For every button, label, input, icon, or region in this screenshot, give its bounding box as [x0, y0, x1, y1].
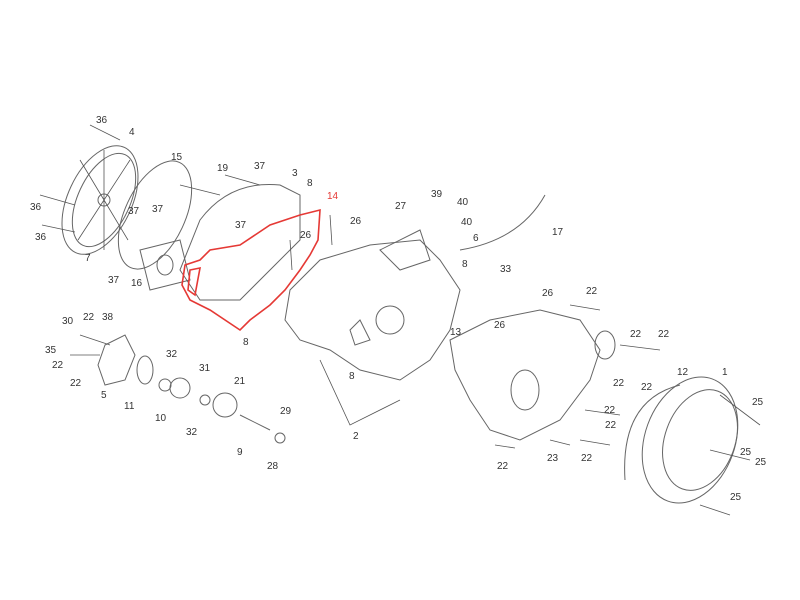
part-label: 7: [85, 253, 91, 264]
part-label: 37: [254, 161, 266, 172]
part-label: 22: [641, 382, 653, 393]
part-label: 39: [431, 189, 443, 200]
part-label: 25: [740, 447, 752, 458]
cover-gasket-15: [117, 160, 193, 270]
part-label: 2: [353, 431, 359, 442]
gasket-14-highlighted: [181, 208, 321, 332]
part-label: 36: [30, 202, 42, 213]
part-label: 22: [83, 312, 95, 323]
part-label: 13: [450, 327, 462, 338]
part-label: 36: [35, 232, 47, 243]
part-labels: 36 4 15 19 37 3 8 14 36 36 37 37 37 26 2…: [30, 115, 767, 503]
part-label: 12: [677, 367, 689, 378]
part-label: 40: [461, 217, 473, 228]
part-label: 37: [128, 206, 140, 217]
part-label: 22: [613, 378, 625, 389]
ignition-cover: [61, 145, 139, 255]
part-label: 22: [70, 378, 82, 389]
part-label: 28: [267, 461, 279, 472]
part-label: 9: [237, 447, 243, 458]
part-label: 22: [52, 360, 64, 371]
part-label: 37: [108, 275, 120, 286]
part-label: 26: [300, 230, 312, 241]
hose-17: [459, 194, 546, 251]
leader-2: [319, 359, 401, 426]
part-label: 19: [217, 163, 229, 174]
part-label: 37: [235, 220, 247, 231]
part-label: 11: [124, 401, 135, 412]
part-label: 5: [101, 390, 107, 401]
water-pump: [97, 334, 286, 444]
part-label: 8: [349, 371, 355, 382]
part-label: 22: [630, 329, 642, 340]
part-label: 10: [155, 413, 167, 424]
bolts: [39, 124, 761, 516]
part-label: 25: [730, 492, 742, 503]
part-label: 8: [307, 178, 313, 189]
part-label: 23: [547, 453, 559, 464]
part-label: 22: [658, 329, 670, 340]
part-label: 22: [581, 453, 593, 464]
right-crankcase: [449, 309, 616, 441]
part-label: 38: [102, 312, 114, 323]
part-label: 32: [166, 349, 178, 360]
part-label: 26: [494, 320, 506, 331]
part-label: 22: [586, 286, 598, 297]
part-label: 25: [752, 397, 764, 408]
clutch-cover: [139, 183, 301, 301]
part-label: 3: [292, 168, 298, 179]
part-label: 30: [62, 316, 74, 327]
part-label: 31: [199, 363, 211, 374]
part-label: 26: [542, 288, 554, 299]
part-label: 8: [462, 259, 468, 270]
part-label: 27: [395, 201, 407, 212]
part-label: 26: [350, 216, 362, 227]
part-label: 22: [605, 420, 617, 431]
part-label: 16: [131, 278, 143, 289]
part-label: 33: [500, 264, 512, 275]
part-label: 1: [722, 367, 728, 378]
part-label: 40: [457, 197, 469, 208]
part-label: 29: [280, 406, 292, 417]
part-label: 4: [129, 127, 135, 138]
part-label: 17: [552, 227, 564, 238]
part-label: 25: [755, 457, 767, 468]
part-label-highlighted: 14: [327, 191, 339, 202]
part-label: 22: [497, 461, 509, 472]
left-crankcase: [284, 229, 461, 381]
part-label: 37: [152, 204, 164, 215]
part-label: 35: [45, 345, 57, 356]
part-label: 15: [171, 152, 183, 163]
part-label: 8: [243, 337, 249, 348]
part-label: 32: [186, 427, 198, 438]
part-label: 22: [604, 405, 616, 416]
part-label: 21: [234, 376, 246, 387]
part-label: 36: [96, 115, 108, 126]
part-label: 6: [473, 233, 479, 244]
